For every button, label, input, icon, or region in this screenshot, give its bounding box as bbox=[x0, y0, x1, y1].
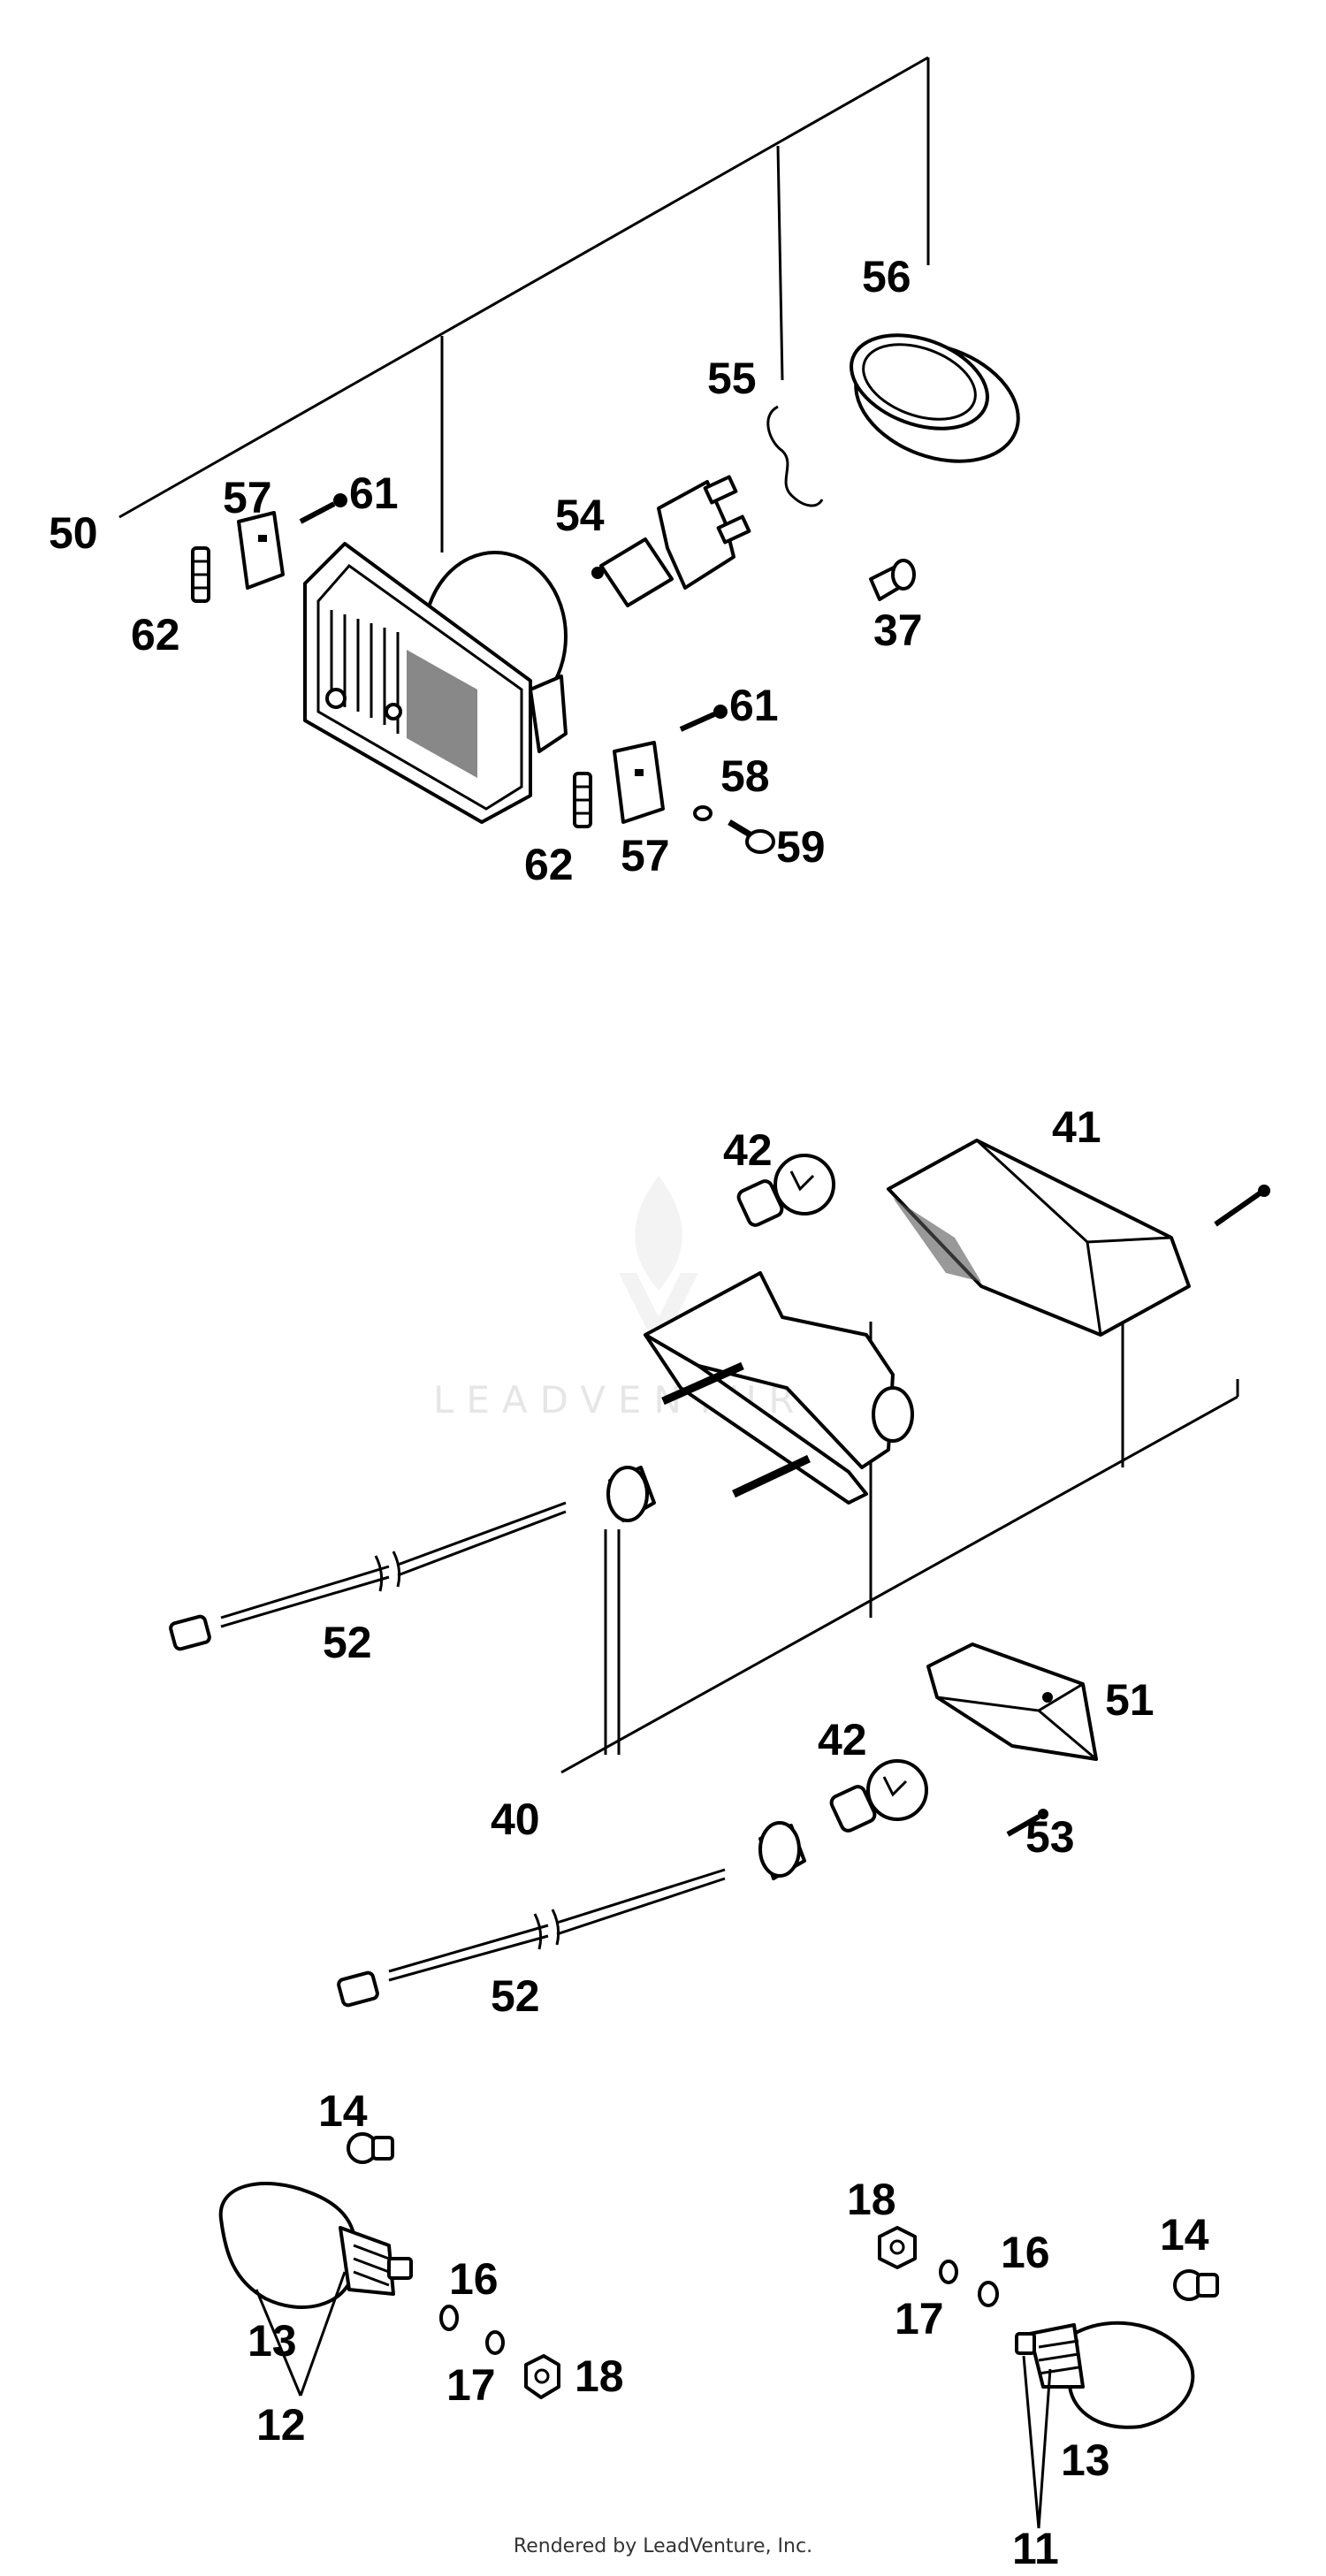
leader-line-11 bbox=[1022, 2355, 1052, 2529]
footer-credit: Rendered by LeadVenture, Inc. bbox=[513, 2535, 813, 2557]
callout-58: 58 bbox=[720, 751, 770, 801]
leader-line-40 bbox=[560, 1395, 1238, 1774]
callout-11: 11 bbox=[1012, 2524, 1059, 2573]
callout-42-lower: 42 bbox=[818, 1715, 867, 1764]
screw-61-upper bbox=[299, 493, 347, 524]
nut-18-left bbox=[524, 2354, 560, 2399]
halogen-bulb-54 bbox=[591, 475, 751, 607]
wiring-harness-52-upper bbox=[169, 1466, 656, 1651]
screw-61-lower bbox=[679, 705, 728, 732]
callout-54: 54 bbox=[555, 491, 605, 540]
lock-washer-17-right bbox=[939, 2260, 958, 2284]
callout-12: 12 bbox=[256, 2400, 306, 2450]
bracket-57-upper bbox=[237, 511, 285, 590]
lock-washer-17-left bbox=[485, 2330, 505, 2355]
turn-signal-left bbox=[218, 2132, 560, 2399]
wiring-harness-52-lower bbox=[337, 1821, 806, 2008]
washer-58 bbox=[693, 805, 713, 821]
headlight-rim-56 bbox=[850, 333, 1020, 463]
tail-light-assembly bbox=[169, 1139, 1270, 2008]
leader-line-50 bbox=[118, 56, 929, 519]
bulb-14-left bbox=[347, 2132, 394, 2164]
headlight-assembly bbox=[118, 56, 1020, 854]
washer-16-right bbox=[978, 2281, 999, 2307]
tail-light-housing bbox=[644, 1271, 914, 1505]
callout-16-right: 16 bbox=[1001, 2228, 1050, 2277]
callout-61-lower: 61 bbox=[729, 681, 779, 730]
callout-61-upper: 61 bbox=[349, 469, 399, 518]
callout-57-lower: 57 bbox=[621, 831, 670, 880]
callout-56: 56 bbox=[862, 252, 911, 301]
callout-42-upper: 42 bbox=[723, 1125, 773, 1175]
stud-lower bbox=[732, 1454, 811, 1498]
callout-52-upper: 52 bbox=[323, 1618, 372, 1667]
screw-53 bbox=[1006, 1809, 1048, 1837]
turn-signal-lens-13-right bbox=[1015, 2321, 1195, 2429]
washer-16-left bbox=[439, 2305, 459, 2331]
callout-18-right: 18 bbox=[847, 2175, 896, 2224]
headlight-housing bbox=[303, 542, 568, 824]
tail-lens-41 bbox=[887, 1139, 1191, 1337]
callout-13-right: 13 bbox=[1061, 2435, 1110, 2485]
callout-17-left: 17 bbox=[446, 2360, 496, 2410]
leader-line-12 bbox=[255, 2271, 347, 2397]
callout-53: 53 bbox=[1025, 1812, 1075, 1862]
license-light-51 bbox=[926, 1642, 1098, 1761]
callout-14-left: 14 bbox=[318, 2086, 368, 2136]
callout-41: 41 bbox=[1052, 1102, 1101, 1152]
callout-37: 37 bbox=[873, 606, 923, 655]
callout-40: 40 bbox=[491, 1795, 540, 1844]
callout-14-right: 14 bbox=[1160, 2210, 1209, 2260]
leadventure-flame-logo bbox=[619, 1176, 698, 1353]
turn-signal-right bbox=[878, 2226, 1219, 2529]
stud-upper bbox=[661, 1361, 744, 1406]
callout-62-lower: 62 bbox=[524, 840, 574, 889]
callout-50: 50 bbox=[49, 508, 98, 558]
callout-18-left: 18 bbox=[575, 2351, 624, 2401]
screw-59 bbox=[728, 819, 775, 854]
screw-41 bbox=[1214, 1185, 1270, 1227]
callout-52-lower: 52 bbox=[491, 1971, 540, 2021]
spring-clip-55 bbox=[766, 405, 824, 507]
bulb-42-lower bbox=[829, 1759, 928, 1833]
bulb-14-right bbox=[1173, 2269, 1219, 2301]
nut-18-right bbox=[878, 2226, 917, 2269]
callout-13-left: 13 bbox=[248, 2316, 297, 2366]
callout-57-upper: 57 bbox=[223, 473, 272, 522]
turn-signal-lens-13-left bbox=[218, 2182, 413, 2309]
callout-51: 51 bbox=[1105, 1675, 1155, 1725]
small-bulb-37 bbox=[869, 559, 916, 601]
callout-17-right: 17 bbox=[895, 2294, 944, 2344]
callout-55: 55 bbox=[707, 354, 757, 403]
callout-62-upper: 62 bbox=[131, 610, 180, 659]
callout-labels: 50 57 61 62 54 55 56 37 61 58 59 57 62 4… bbox=[49, 252, 1209, 2573]
adjuster-62-lower bbox=[573, 772, 592, 828]
callout-16-left: 16 bbox=[449, 2254, 499, 2304]
bracket-57-lower bbox=[613, 741, 665, 824]
adjuster-62-upper bbox=[191, 546, 210, 603]
callout-59: 59 bbox=[776, 822, 826, 872]
bulb-42-upper bbox=[736, 1154, 835, 1227]
